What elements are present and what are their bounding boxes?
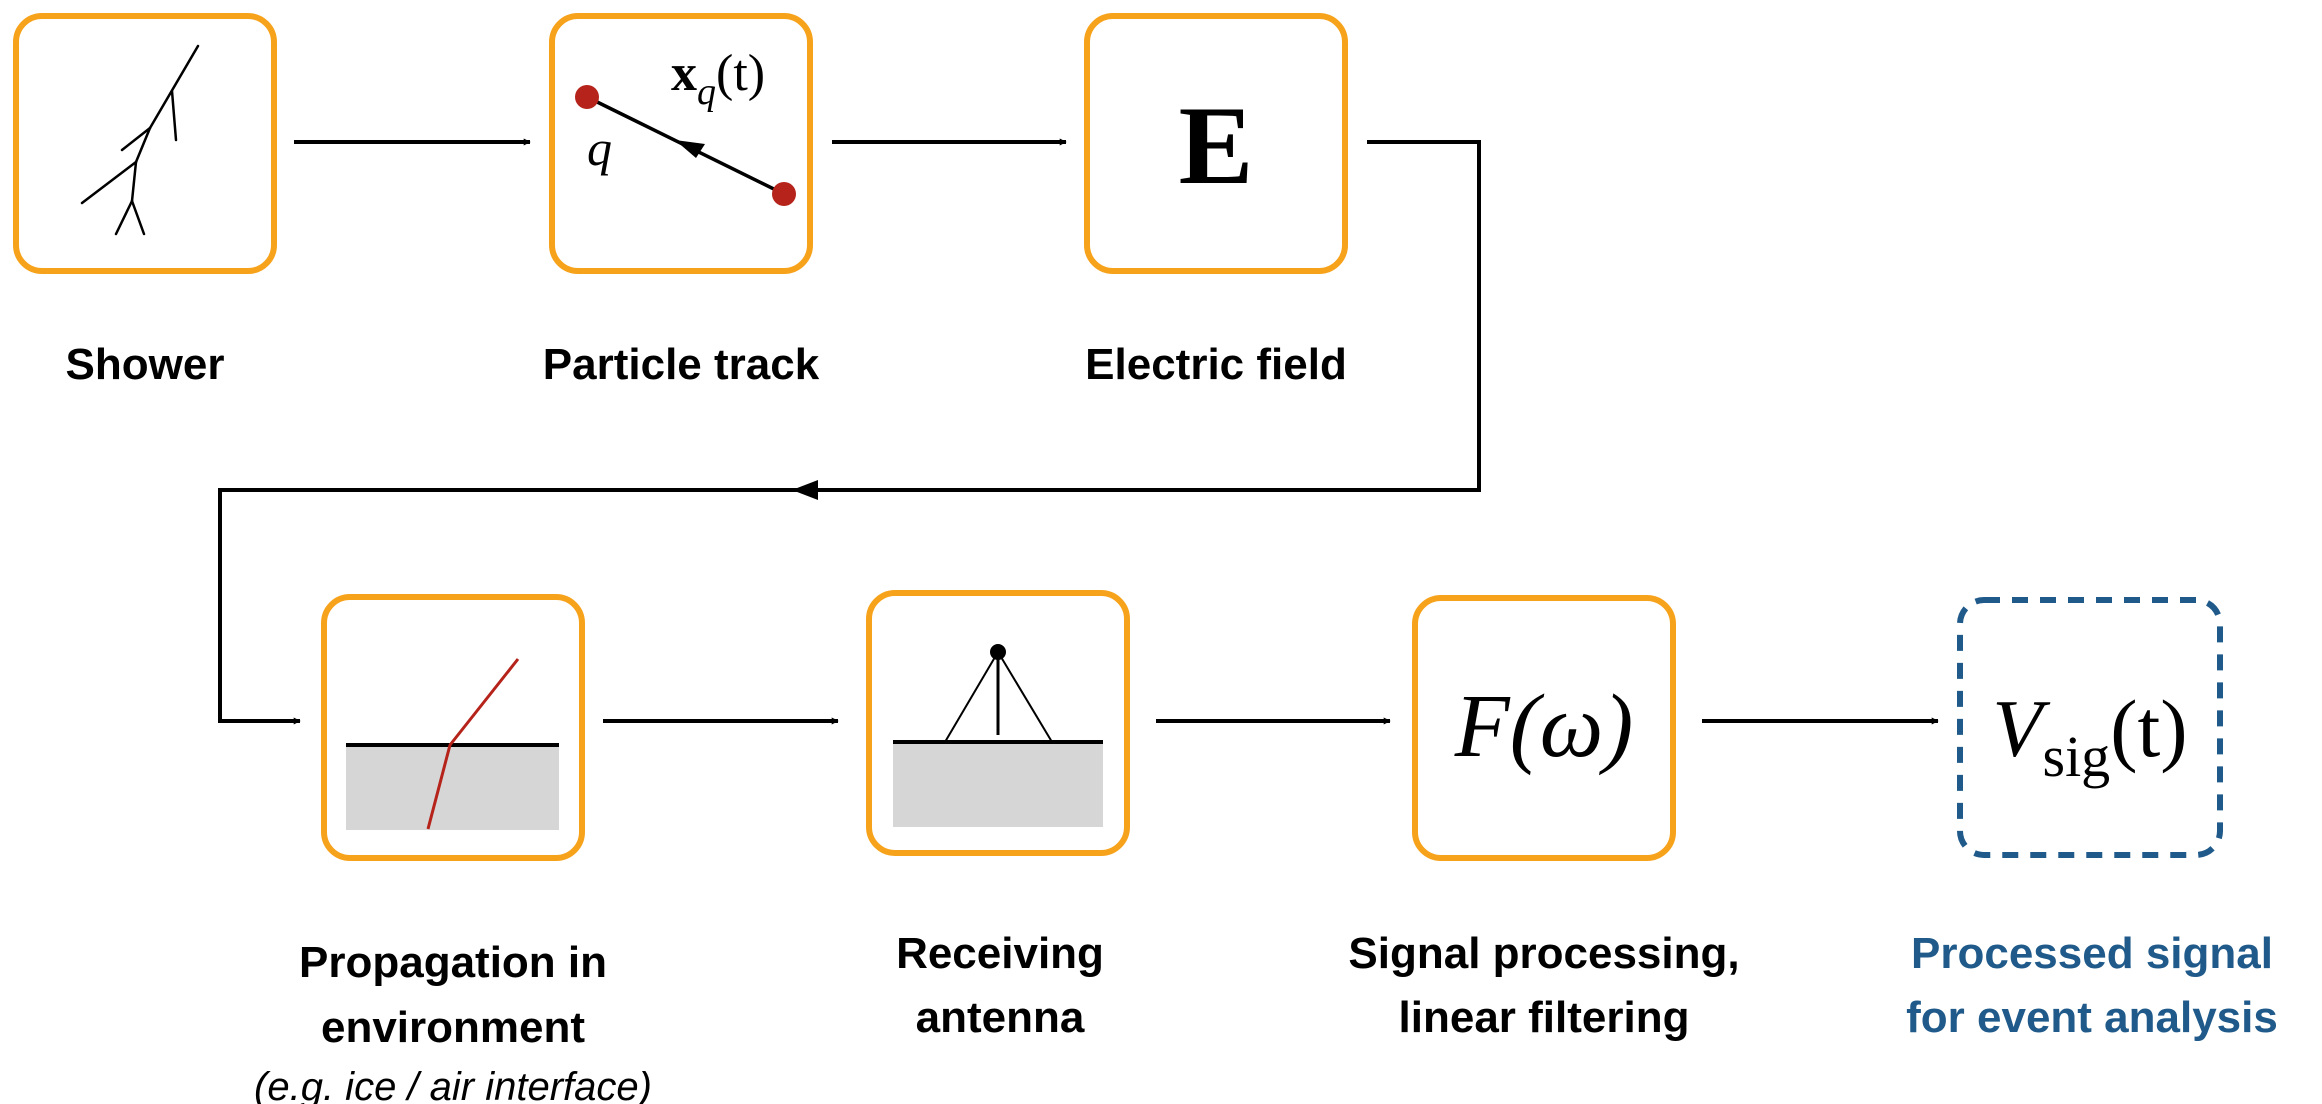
position-symbol: xq(t) <box>671 45 765 113</box>
processed-signal-stage: Vsig(t) Processed signal for event analy… <box>1906 597 2278 1042</box>
refracted-ray-icon <box>426 658 520 830</box>
electric-field-box <box>1084 13 1348 274</box>
antenna-icon <box>893 644 1103 827</box>
processed-signal-label-line-2: for event analysis <box>1906 993 2278 1042</box>
electric-field-label: Electric field <box>1085 340 1347 389</box>
particle-track-icon <box>575 85 796 206</box>
ice-region <box>346 745 559 830</box>
shower-label: Shower <box>66 340 225 389</box>
processed-signal-box <box>1957 597 2223 858</box>
electric-field-stage: E Electric field <box>1084 13 1348 389</box>
propagation-stage: Propagation in environment (e.g. ice / a… <box>254 594 652 1104</box>
propagation-label-line-2: environment <box>321 1003 585 1052</box>
shower-box <box>13 13 277 274</box>
electric-field-symbol: E <box>1179 84 1254 208</box>
signal-processing-label-line-2: linear filtering <box>1399 993 1690 1042</box>
charge-end-dot-icon <box>772 182 796 206</box>
signal-processing-label-line-1: Signal processing, <box>1348 929 1739 978</box>
charge-start-dot-icon <box>575 85 599 109</box>
signal-processing-box <box>1412 595 1676 861</box>
processed-signal-symbol: Vsig(t) <box>1992 683 2187 789</box>
particle-track-stage: xq(t) q Particle track <box>543 13 820 389</box>
filter-symbol: F(ω) <box>1454 677 1633 776</box>
receiving-antenna-stage: Receiving antenna <box>866 590 1130 1042</box>
signal-processing-stage: F(ω) Signal processing, linear filtering <box>1348 595 1740 1042</box>
shower-stage: Shower <box>13 13 277 389</box>
antenna-tip-dot-icon <box>990 644 1006 660</box>
shower-branch-icon <box>80 44 200 236</box>
connector-field-to-propagation <box>218 140 1481 725</box>
propagation-note: (e.g. ice / air interface) <box>254 1065 652 1104</box>
particle-track-label: Particle track <box>543 340 820 389</box>
refraction-icon <box>346 658 559 830</box>
return-path-arrowhead-icon <box>792 480 818 500</box>
processed-signal-label-line-1: Processed signal <box>1911 929 2273 978</box>
receiving-antenna-label-line-2: antenna <box>916 993 1085 1042</box>
receiving-antenna-label-line-1: Receiving <box>896 929 1104 978</box>
propagation-label-line-1: Propagation in <box>299 938 607 987</box>
charge-symbol: q <box>587 120 612 176</box>
track-direction-arrow-icon <box>675 140 705 158</box>
antenna-ground-region <box>893 743 1103 827</box>
